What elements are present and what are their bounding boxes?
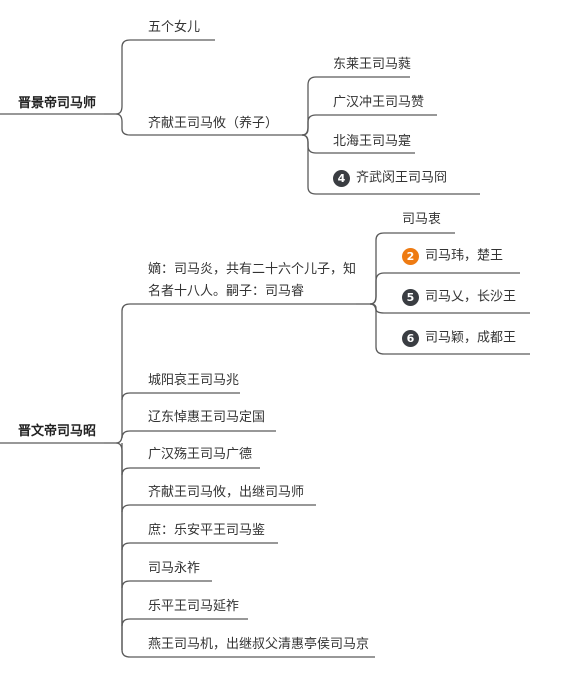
node-label: 司马衷 [402, 212, 442, 227]
node-label: 齐武闵王司马冏 [356, 170, 448, 186]
node-sima-yan[interactable]: 嫡：司马炎，共有二十六个儿子，知名者十八人。嗣子：司马睿 [148, 262, 357, 299]
node-yan-child-2[interactable]: 2 司马玮，楚王 [402, 248, 503, 265]
node-zhao-child-7[interactable]: 乐平王司马延祚 [148, 599, 240, 614]
node-label: 北海王司马寔 [333, 134, 412, 149]
node-you-child-3[interactable]: 北海王司马寔 [333, 134, 411, 150]
node-zhao-child-3[interactable]: 广汉殇王司马广德 [148, 447, 253, 462]
node-label: 司马颖，成都王 [425, 330, 517, 346]
node-you-child-4[interactable]: 4 齐武闵王司马冏 [333, 170, 447, 187]
root-sima-zhao[interactable]: 晋文帝司马昭 [18, 424, 97, 439]
node-zhao-child-1[interactable]: 城阳哀王司马兆 [148, 373, 240, 388]
node-label: 司马玮，楚王 [425, 248, 504, 264]
node-you-child-1[interactable]: 东莱王司马蕤 [333, 57, 411, 73]
node-zhao-child-8[interactable]: 燕王司马机，出继叔父清惠亭侯司马京 [148, 637, 370, 652]
node-you-child-2[interactable]: 广汉冲王司马赞 [333, 95, 424, 111]
node-label: 广汉冲王司马赞 [333, 95, 425, 110]
root-sima-shi[interactable]: 晋景帝司马师 [18, 96, 97, 111]
node-zhao-child-4[interactable]: 齐献王司马攸，出继司马师 [148, 485, 305, 500]
node-zhao-child-2[interactable]: 辽东悼惠王司马定国 [148, 410, 266, 425]
node-zhao-child-6[interactable]: 司马永祚 [148, 561, 201, 576]
node-label: 司马乂，长沙王 [425, 289, 517, 305]
node-yan-child-1[interactable]: 司马衷 [402, 212, 441, 228]
order-badge: 4 [333, 170, 350, 187]
order-badge: 2 [402, 248, 419, 265]
node-five-daughters[interactable]: 五个女儿 [148, 20, 201, 35]
order-badge: 5 [402, 289, 419, 306]
node-yan-child-3[interactable]: 5 司马乂，长沙王 [402, 289, 516, 306]
node-zhao-child-5[interactable]: 庶：乐安平王司马鉴 [148, 523, 266, 538]
node-qi-xian-wang-you-adopted[interactable]: 齐献王司马攸（养子） [148, 116, 279, 131]
order-badge: 6 [402, 330, 419, 347]
node-yan-child-4[interactable]: 6 司马颖，成都王 [402, 330, 516, 347]
node-label: 东莱王司马蕤 [333, 57, 412, 72]
